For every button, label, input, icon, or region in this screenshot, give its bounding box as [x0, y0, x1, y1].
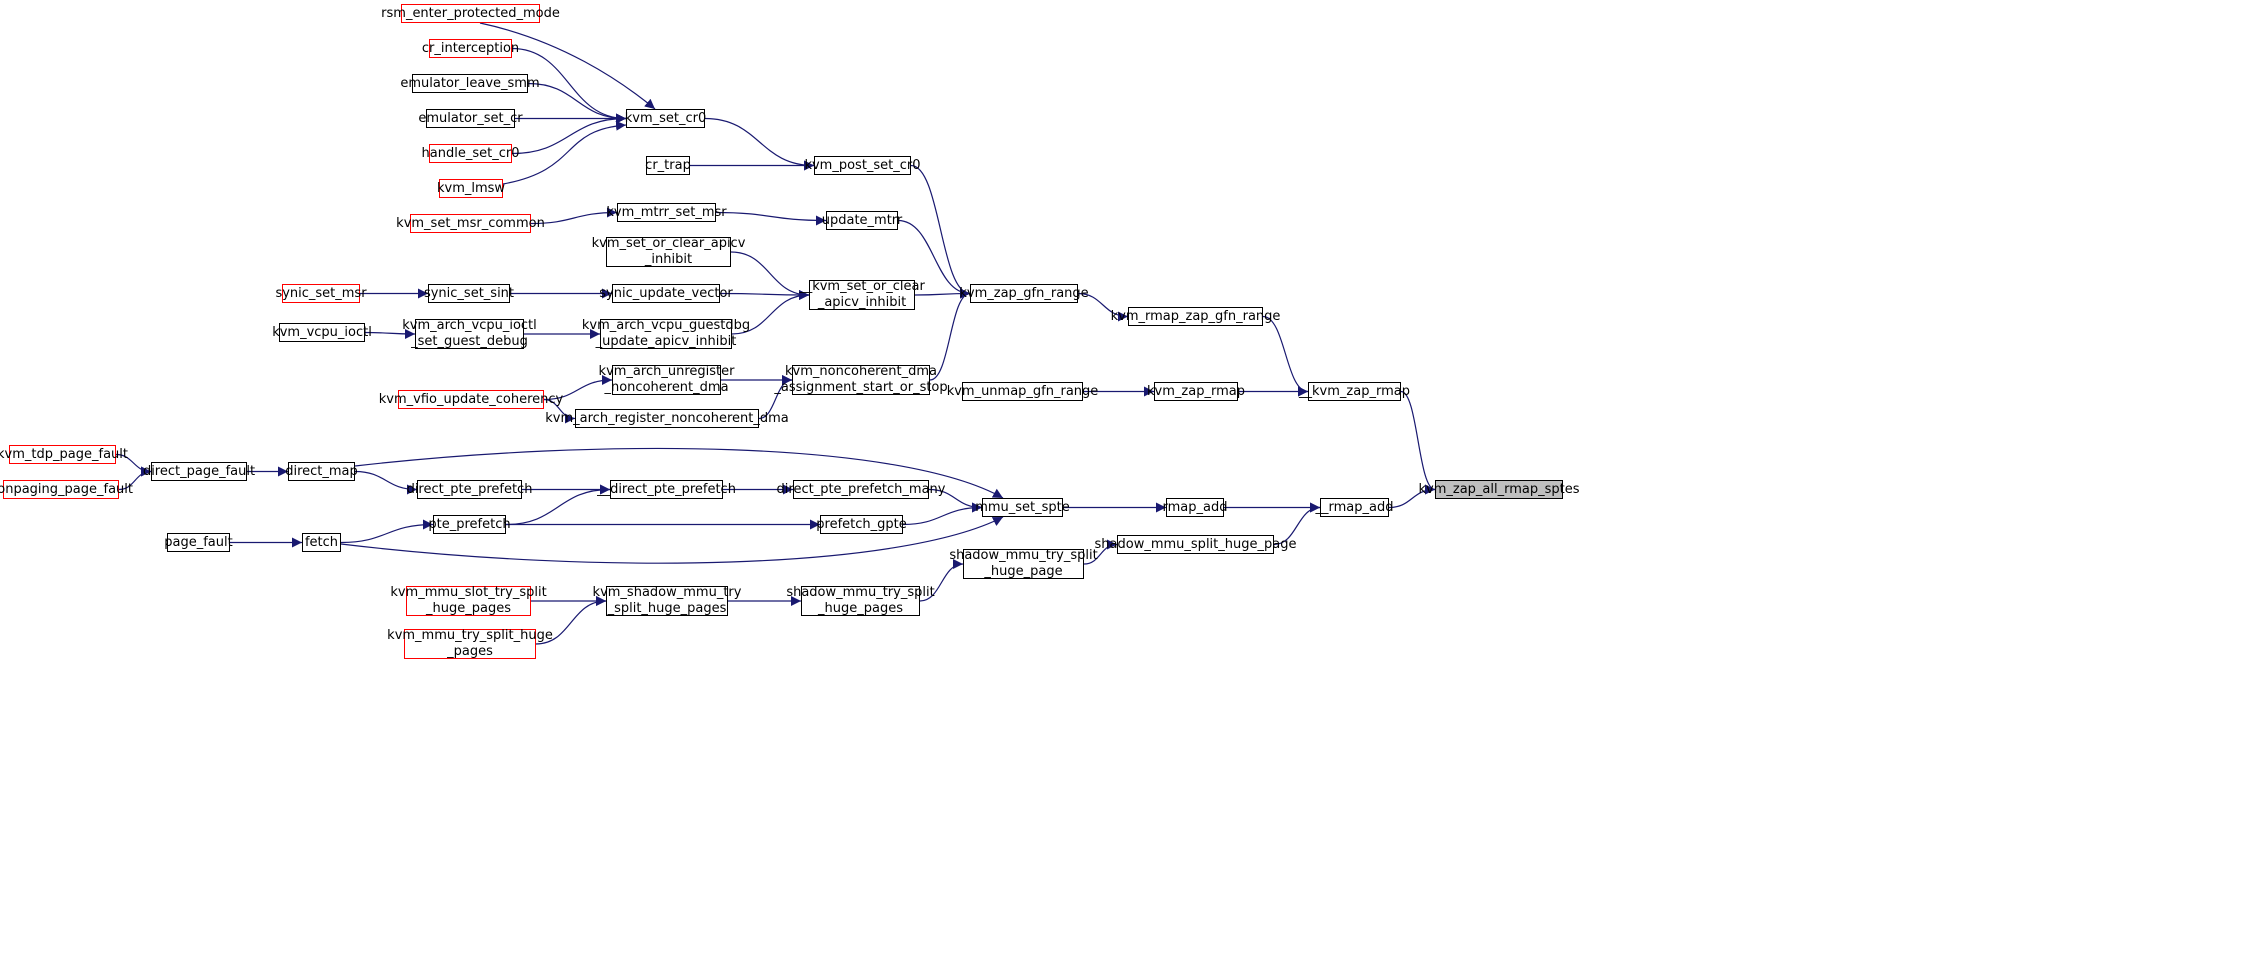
edge-handle-set-cr0-to-kvm-set-cr0 [511, 113, 627, 155]
node-kvm-lmsw[interactable]: kvm_lmsw [437, 179, 505, 198]
edge-kvm-mmu-try-split-huge-pages-to-kvm-shadow-mmu-try-split-huge-pages [535, 596, 607, 645]
edge-pte-prefetch-to-direct-pte-prefetch [505, 484, 611, 526]
node-kvm-shadow-mmu-try-split-huge-pages[interactable]: kvm_shadow_mmu_try _split_huge_pages [592, 585, 742, 616]
edge-nonpaging-page-fault-to-direct-page-fault [118, 466, 152, 491]
edge-kvm-arch-vcpu-guestdbg-update-apicv-inhibit-to-kvm-set-or-clear-apicv-inhibit [731, 290, 810, 335]
node-kvm-unmap-gfn-range[interactable]: kvm_unmap_gfn_range [947, 382, 1098, 401]
edge-synic-update-vector-to-kvm-set-or-clear-apicv-inhibit [719, 289, 810, 300]
node-kvm-post-set-cr0[interactable]: kvm_post_set_cr0 [804, 156, 921, 175]
node-kvm-arch-unregister-noncoherent-dma[interactable]: kvm_arch_unregister _noncoherent_dma [598, 364, 735, 395]
node-handle-set-cr0[interactable]: handle_set_cr0 [422, 144, 519, 163]
node-kvm-zap-rmap[interactable]: __kvm_zap_rmap [1299, 382, 1410, 401]
node-rmap-add[interactable]: rmap_add [1163, 498, 1227, 517]
edge-emulator-leave-smm-to-kvm-set-cr0 [527, 82, 627, 124]
node-page-fault[interactable]: page_fault [164, 533, 233, 552]
edge-rmap-add-to-kvm-zap-all-rmap-sptes [1388, 484, 1436, 509]
edge-cr-interception-to-kvm-set-cr0 [511, 47, 627, 124]
node-shadow-mmu-split-huge-page[interactable]: shadow_mmu_split_huge_page [1095, 535, 1296, 554]
node-pte-prefetch[interactable]: pte_prefetch [428, 515, 511, 534]
node-update-mtrr[interactable]: update_mtrr [822, 211, 902, 230]
node-shadow-mmu-try-split-huge-page[interactable]: shadow_mmu_try_split _huge_page [949, 548, 1098, 579]
node-kvm-zap-gfn-range[interactable]: kvm_zap_gfn_range [959, 284, 1089, 303]
node-mmu-set-spte[interactable]: mmu_set_spte [975, 498, 1070, 517]
edge-kvm-post-set-cr0-to-kvm-zap-gfn-range [910, 164, 971, 299]
node-direct-pte-prefetch[interactable]: direct_pte_prefetch [407, 480, 532, 499]
node-kvm-rmap-zap-gfn-range[interactable]: kvm_rmap_zap_gfn_range [1111, 307, 1280, 326]
edge-kvm-noncoherent-dma-assignment-start-or-stop-to-kvm-zap-gfn-range [929, 288, 971, 381]
node-kvm-mtrr-set-msr[interactable]: kvm_mtrr_set_msr [606, 203, 727, 222]
edge-kvm-set-cr0-to-kvm-post-set-cr0 [704, 117, 815, 171]
edge-kvm-set-or-clear-apicv-inhibit-to-kvm-set-or-clear-apicv-inhibit [730, 251, 810, 300]
node-kvm-zap-rmap[interactable]: kvm_zap_rmap [1147, 382, 1245, 401]
node-direct-page-fault[interactable]: direct_page_fault [143, 462, 255, 481]
edge-fetch-to-pte-prefetch [340, 519, 434, 544]
node-kvm-set-or-clear-apicv-inhibit[interactable]: kvm_set_or_clear_apicv _inhibit [591, 236, 746, 267]
node-direct-map[interactable]: direct_map [285, 462, 358, 481]
node-kvm-mmu-slot-try-split-huge-pages[interactable]: kvm_mmu_slot_try_split _huge_pages [390, 585, 547, 616]
node-kvm-arch-vcpu-ioctl-set-guest-debug[interactable]: kvm_arch_vcpu_ioctl _set_guest_debug [402, 318, 537, 349]
edge-kvm-vfio-update-coherency-to-kvm-arch-register-noncoherent-dma [543, 398, 576, 424]
edge-kvm-arch-register-noncoherent-dma-to-kvm-noncoherent-dma-assignment-start-or-stop [758, 375, 793, 420]
node-direct-pte-prefetch-many[interactable]: direct_pte_prefetch_many [777, 480, 945, 499]
node-emulator-leave-smm[interactable]: emulator_leave_smm [400, 74, 540, 93]
node-rsm-enter-protected-mode[interactable]: rsm_enter_protected_mode [381, 4, 560, 23]
node-kvm-zap-all-rmap-sptes: kvm_zap_all_rmap_sptes [1419, 480, 1580, 499]
edge-direct-map-to-mmu-set-spte [354, 447, 1004, 499]
edge-rsm-enter-protected-mode-to-kvm-set-cr0 [479, 22, 656, 110]
node-rmap-add[interactable]: __rmap_add [1316, 498, 1393, 517]
node-prefetch-gpte[interactable]: prefetch_gpte [816, 515, 907, 534]
edge-kvm-zap-gfn-range-to-kvm-rmap-zap-gfn-range [1077, 292, 1129, 322]
node-synic-set-msr[interactable]: synic_set_msr [275, 284, 367, 303]
node-kvm-set-cr0[interactable]: kvm_set_cr0 [625, 109, 706, 128]
node-kvm-noncoherent-dma-assignment-start-or-stop[interactable]: kvm_noncoherent_dma _assignment_start_or… [774, 364, 948, 395]
node-direct-pte-prefetch[interactable]: __direct_pte_prefetch [597, 480, 736, 499]
edge-kvm-lmsw-to-kvm-set-cr0 [502, 120, 627, 185]
node-fetch[interactable]: fetch [302, 533, 341, 552]
node-kvm-tdp-page-fault[interactable]: kvm_tdp_page_fault [0, 445, 128, 464]
edge-fetch-to-mmu-set-spte [340, 516, 1004, 564]
edge-prefetch-gpte-to-mmu-set-spte [902, 502, 983, 526]
node-emulator-set-cr[interactable]: emulator_set_cr [418, 109, 523, 128]
edge-direct-map-to-direct-pte-prefetch [354, 470, 418, 495]
node-kvm-set-or-clear-apicv-inhibit[interactable]: __kvm_set_or_clear _apicv_inhibit [799, 279, 925, 310]
node-kvm-vfio-update-coherency[interactable]: kvm_vfio_update_coherency [379, 390, 563, 409]
edge-kvm-set-msr-common-to-kvm-mtrr-set-msr [530, 207, 618, 225]
edge-kvm-vcpu-ioctl-to-kvm-arch-vcpu-ioctl-set-guest-debug [364, 328, 416, 339]
node-kvm-arch-register-noncoherent-dma[interactable]: kvm_arch_register_noncoherent_dma [545, 409, 789, 428]
edge-shadow-mmu-try-split-huge-page-to-shadow-mmu-split-huge-page [1083, 539, 1118, 565]
node-synic-set-sint[interactable]: synic_set_sint [424, 284, 514, 303]
edge-shadow-mmu-split-huge-page-to-rmap-add [1273, 502, 1321, 546]
edge-kvm-mtrr-set-msr-to-update-mtrr [715, 211, 827, 226]
node-kvm-set-msr-common[interactable]: kvm_set_msr_common [396, 214, 545, 233]
edge-shadow-mmu-try-split-huge-pages-to-shadow-mmu-try-split-huge-page [919, 559, 964, 602]
node-nonpaging-page-fault[interactable]: nonpaging_page_fault [0, 480, 133, 499]
node-kvm-arch-vcpu-guestdbg-update-apicv-inhibit[interactable]: kvm_arch_vcpu_guestdbg _update_apicv_inh… [581, 318, 751, 349]
node-kvm-vcpu-ioctl[interactable]: kvm_vcpu_ioctl [272, 323, 372, 342]
node-synic-update-vector[interactable]: synic_update_vector [599, 284, 733, 303]
node-shadow-mmu-try-split-huge-pages[interactable]: shadow_mmu_try_split _huge_pages [786, 585, 935, 616]
node-kvm-mmu-try-split-huge-pages[interactable]: kvm_mmu_try_split_huge _pages [387, 628, 553, 659]
edge-kvm-vfio-update-coherency-to-kvm-arch-unregister-noncoherent-dma [543, 375, 613, 401]
node-cr-interception[interactable]: cr_interception [422, 39, 519, 58]
node-cr-trap[interactable]: cr_trap [645, 156, 691, 175]
edge-update-mtrr-to-kvm-zap-gfn-range [897, 219, 971, 299]
